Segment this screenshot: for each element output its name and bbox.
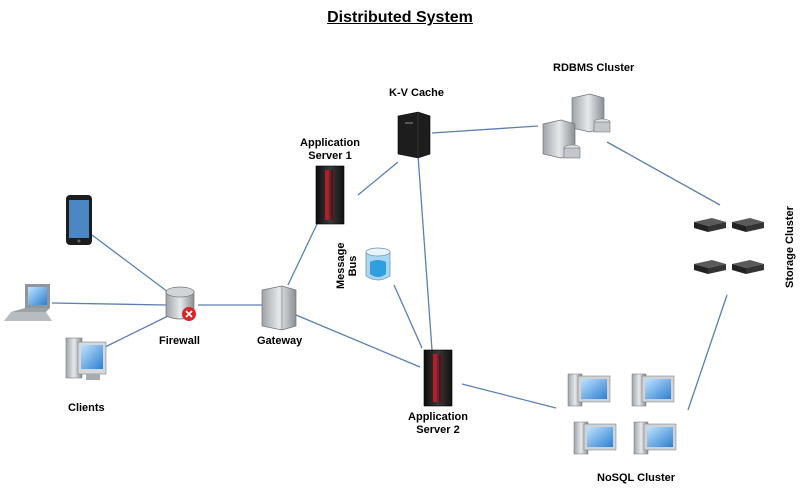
app-server-1-icon [315,165,345,225]
nosql-cluster-icon [567,373,677,455]
link-phone-firewall [91,234,173,296]
label-firewall: Firewall [159,335,200,347]
storage-unit-2 [732,218,764,232]
link-gateway-app2 [295,314,421,368]
nosql-node-3 [573,421,617,455]
label-nosql-cluster: NoSQL Cluster [597,472,676,484]
nosql-node-2 [631,373,675,407]
link-desktop-firewall [104,315,169,348]
storage-cluster-icon [694,218,764,274]
app-server-2-icon [423,349,453,407]
diagram-title: Distributed System [327,9,473,26]
link-storage-nosql [687,294,728,411]
kv-cache-icon [397,111,431,159]
laptop-icon [4,284,52,321]
message-bus-icon [365,247,391,281]
label-gateway: Gateway [257,335,303,347]
link-gateway-app1 [287,221,319,286]
firewall-icon [165,286,196,321]
nosql-node-4 [633,421,677,455]
label-storage-cluster: Storage Cluster [784,206,796,288]
link-laptop-firewall [51,302,167,306]
link-app1-kvcache [357,161,399,196]
label-kv-cache: K-V Cache [389,87,445,99]
rdbms-cluster-icon [542,93,611,159]
connections [51,125,728,411]
phone-icon [66,195,92,245]
link-kvcache-rdbms [431,125,539,134]
gateway-icon [261,285,297,331]
storage-unit-3 [694,260,726,274]
storage-unit-4 [732,260,764,274]
label-app-server-1: Application Server 1 [300,137,360,162]
link-rdbms-storage [606,141,721,206]
storage-unit-1 [694,218,726,232]
label-clients: Clients [68,402,105,414]
desktop-icon [65,337,107,380]
link-kvcache-app2 [417,154,433,351]
link-msgbus-app2 [393,284,423,349]
nosql-node-1 [567,373,611,407]
label-message-bus: Message Bus [335,242,359,289]
link-app2-nosql [461,383,557,409]
label-app-server-2: Application Server 2 [408,411,468,436]
label-rdbms-cluster: RDBMS Cluster [553,62,635,74]
